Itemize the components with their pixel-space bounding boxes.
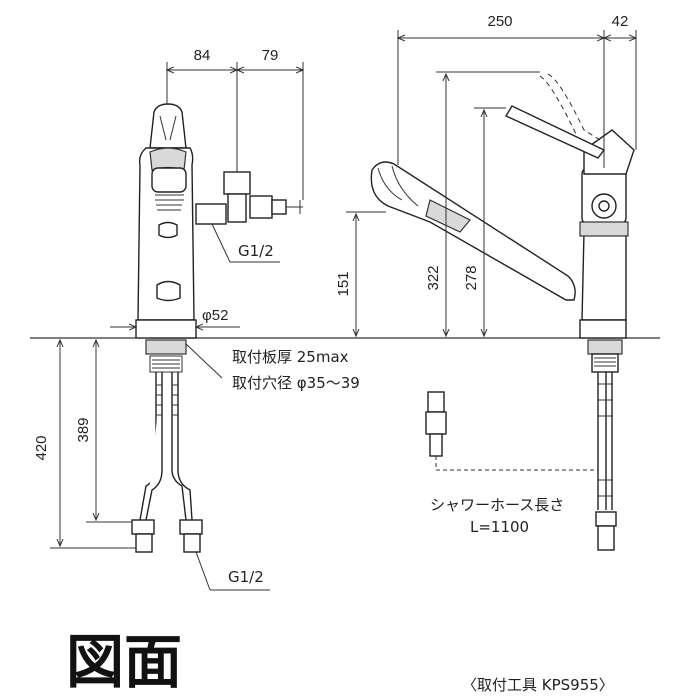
dim-250-label: 250 [487, 13, 512, 30]
dim-42-label: 42 [612, 13, 629, 30]
dim-250-42: 250 42 [398, 13, 636, 168]
dim-151-322-278: 151 322 278 [335, 71, 540, 336]
tool-caption: 〈取付工具 KPS955〉 [462, 676, 614, 694]
dim-79-label: 79 [262, 47, 279, 64]
left-view [131, 103, 203, 553]
thread-label-bottom: G1/2 [228, 568, 264, 586]
thread-label-top: G1/2 [238, 242, 274, 260]
lever-head [149, 103, 187, 149]
supply-hose-left [139, 372, 157, 521]
dim-phi52: φ52 [110, 307, 240, 327]
dim-420-389: 420 389 [33, 337, 150, 549]
mount-thickness-note: 取付板厚 25max [232, 348, 349, 366]
dim-84-79: 84 79 [167, 47, 303, 200]
dim-420-label: 420 [33, 435, 50, 460]
column-body [581, 231, 627, 321]
stop-valve [195, 150, 303, 225]
dim-phi52-label: φ52 [202, 307, 228, 324]
right-view [370, 73, 635, 551]
spout [370, 161, 576, 301]
mount-hole-note: 取付穴径 φ35～39 [232, 374, 360, 392]
faucet-base [135, 319, 197, 339]
drawing-title: 図面 [66, 628, 182, 696]
shower-connector [425, 391, 598, 471]
dim-278-label: 278 [463, 265, 480, 290]
shower-hose-length: L=1100 [470, 518, 529, 536]
dim-389-label: 389 [75, 417, 92, 442]
lever [504, 105, 606, 159]
dim-322-label: 322 [425, 265, 442, 290]
dim-151-label: 151 [335, 271, 352, 296]
dim-84-label: 84 [194, 47, 211, 64]
shower-hose-label: シャワーホース長さ [430, 496, 564, 514]
